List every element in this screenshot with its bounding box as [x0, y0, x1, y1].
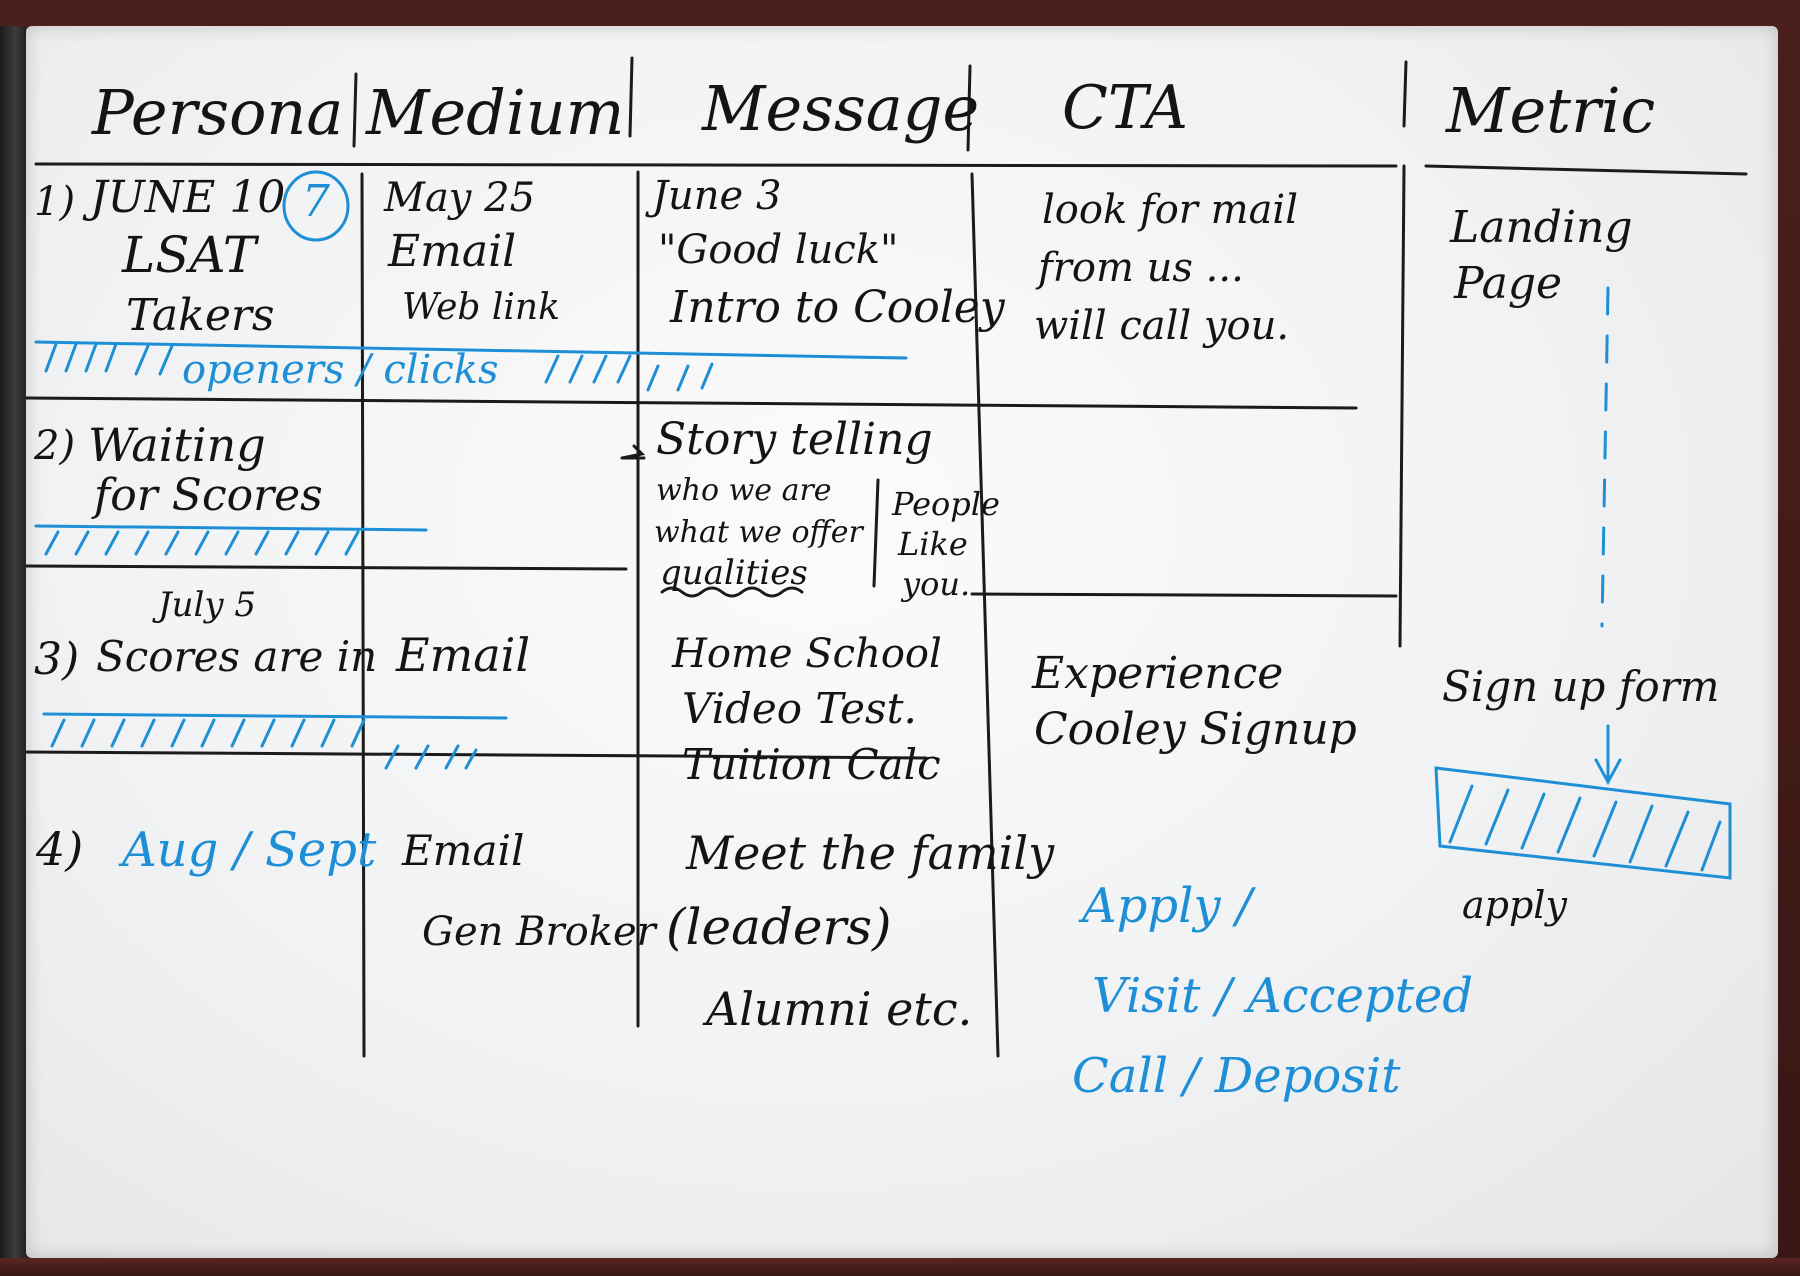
row3-message-line3: Tuition Calc: [682, 740, 941, 789]
row1-cta-line3: will call you.: [1034, 303, 1290, 349]
row2-number: 2): [34, 423, 76, 469]
row1-message-date: June 3: [652, 173, 782, 219]
whiteboard: Persona Medium Message CTA Metric 1) JUN…: [26, 26, 1778, 1258]
whiteboard-grid: [26, 56, 1748, 1058]
row1-cta-line1: look for mail: [1042, 187, 1298, 233]
row3-message-line1: Home School: [672, 631, 942, 677]
row3-cta-line2: Cooley Signup: [1034, 704, 1357, 755]
row1-metric-line1: Landing: [1450, 202, 1633, 253]
row4-medium-line2: Gen Broker: [422, 909, 656, 955]
row2-side-line2: Like: [898, 525, 968, 563]
row1-medium-channel: Email: [388, 226, 517, 277]
header-persona: Persona: [92, 76, 344, 149]
row3-number: 3): [34, 634, 80, 685]
row4-medium-line1: Email: [402, 826, 525, 875]
row3-metric: Sign up form: [1442, 662, 1720, 711]
row4-message-line2: (leaders): [666, 898, 892, 956]
row2-message-line1: who we are: [656, 473, 832, 508]
row1-persona-circled: 7: [302, 176, 330, 227]
row1-divider-label: openers / clicks: [182, 347, 499, 393]
header-message: Message: [702, 72, 980, 145]
row1-message-quote: "Good luck": [658, 227, 899, 273]
row1-message-intro: Intro to Cooley: [670, 282, 1005, 333]
whiteboard-rail-left: [0, 26, 26, 1258]
row2-persona-line2: for Scores: [94, 470, 323, 521]
row2-persona-line1: Waiting: [88, 418, 266, 472]
row2-message-line3: qualities: [660, 553, 808, 593]
row1-persona-test: LSAT: [122, 226, 257, 284]
row4-persona: Aug / Sept: [122, 822, 377, 878]
row1-medium-date: May 25: [384, 175, 536, 221]
row1-medium-extra: Web link: [402, 287, 560, 328]
row3-medium: Email: [396, 628, 531, 682]
row3-persona-text: Scores are in: [96, 632, 378, 681]
row3-metric-apply: apply: [1462, 883, 1567, 927]
row1-persona-note: Takers: [126, 290, 275, 341]
row2-message-title: Story telling: [656, 414, 933, 465]
row2-side-line3: you.: [902, 565, 971, 603]
header-cta: CTA: [1062, 73, 1188, 143]
row1-number: 1): [34, 179, 76, 225]
row4-message-line3: Alumni etc.: [706, 982, 973, 1036]
row4-cta-line3: Call / Deposit: [1072, 1048, 1401, 1104]
row3-cta-line1: Experience: [1032, 648, 1284, 699]
row1-metric-line2: Page: [1454, 258, 1563, 309]
row4-message-line1: Meet the family: [686, 826, 1055, 880]
row1-persona-date: JUNE 10: [90, 172, 286, 223]
row4-cta-line2: Visit / Accepted: [1092, 968, 1474, 1024]
row2-message-line2: what we offer: [654, 515, 863, 550]
header-metric: Metric: [1446, 74, 1656, 147]
row4-cta-line1: Apply /: [1082, 878, 1253, 934]
row4-number: 4): [36, 822, 84, 876]
row2-side-line1: People: [892, 485, 1000, 523]
whiteboard-rail-bottom: [0, 1258, 1800, 1276]
row3-persona-date: July 5: [158, 585, 257, 625]
row1-cta-line2: from us ...: [1038, 245, 1244, 291]
row3-message-line2: Video Test.: [682, 684, 917, 733]
header-medium: Medium: [366, 76, 625, 149]
